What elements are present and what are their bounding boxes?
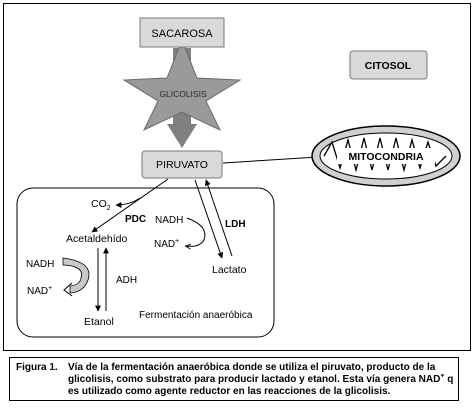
caption-text-2: glicolisis, como substrato para producir…	[68, 374, 441, 385]
piruvato-box	[141, 150, 223, 179]
lactato-label: Lactato	[212, 264, 247, 276]
caption-text-2-tail: que	[447, 374, 453, 385]
etanol-label: Etanol	[84, 316, 114, 328]
nadh-nad-adh-tip	[63, 282, 73, 297]
nadh-ldh-label: NADH	[155, 215, 183, 226]
figure-caption: Figura 1. Vía de la fermentación anaeróbi…	[9, 357, 459, 401]
sacarosa-box	[139, 17, 225, 48]
caption-text-3: es utilizado como agente reductor en las…	[68, 386, 391, 397]
sacarosa-label: SACAROSA	[151, 28, 213, 40]
nadh-nad-adh-band	[62, 257, 90, 294]
arrow-piruvato-lactato	[194, 179, 224, 259]
co2-label: CO2	[91, 198, 111, 212]
arrow-co2	[115, 197, 141, 208]
mitocondria-label: MITOCONDRIA	[348, 151, 423, 163]
caption-line-2: glicolisis, como substrato para producir…	[16, 374, 453, 386]
adh-label: ADH	[116, 275, 137, 286]
citosol-label: CITOSOL	[365, 60, 412, 72]
fermentacion-box	[16, 187, 275, 338]
fermentation-diagram: GLICOLISIS SACAROSA CITOSOL PIRUVATO MIT…	[3, 3, 471, 351]
glycolysis-arrowhead	[167, 124, 197, 148]
caption-text-1: Vía de la fermentación anaeróbica donde …	[68, 362, 436, 373]
outer-border	[3, 3, 471, 351]
glicolisis-label: GLICOLISIS	[159, 89, 207, 99]
piruvato-label: PIRUVATO	[156, 159, 208, 171]
citosol-box	[349, 50, 428, 80]
acetaldehido-label: Acetaldehído	[66, 233, 127, 245]
nad-ldh-label: NAD+	[154, 238, 179, 250]
fermentacion-label: Fermentación anaeróbica	[139, 310, 253, 321]
nadh-nad-ldh-curve	[186, 217, 206, 246]
ldh-label: LDH	[225, 219, 246, 230]
nad-adh-label: NAD+	[27, 285, 52, 297]
caption-figure-label: Figura 1.	[16, 362, 58, 373]
glicolisis-star	[122, 38, 242, 132]
arrow-to-mitocondria	[222, 153, 319, 164]
caption-superscript: +	[440, 374, 445, 380]
caption-line-1: Figura 1. Vía de la fermentación anaeróbi…	[16, 362, 453, 374]
mitocondria	[311, 125, 461, 187]
nadh-adh-label: NADH	[26, 259, 54, 270]
caption-line-3: es utilizado como agente reductor en las…	[16, 386, 453, 398]
pdc-label: PDC	[125, 214, 146, 225]
arrow-piruvato-acetaldehido	[91, 178, 169, 233]
arrow-lactato-piruvato	[204, 179, 233, 257]
